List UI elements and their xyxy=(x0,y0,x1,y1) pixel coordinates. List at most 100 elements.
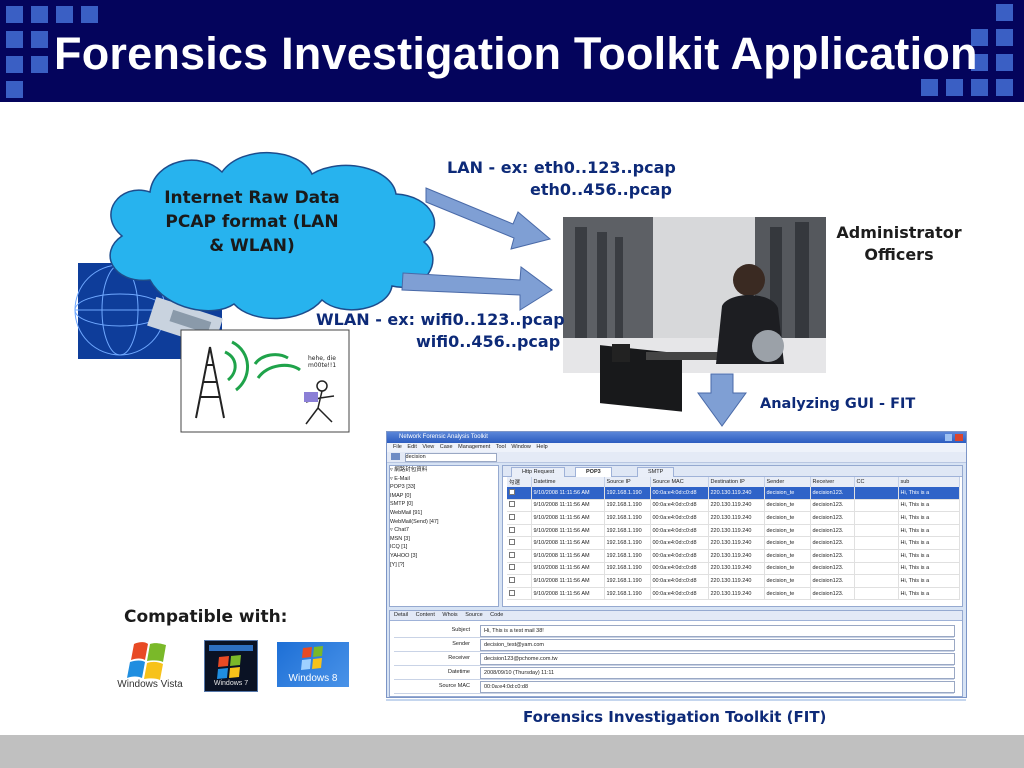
table-cell: 9/10/2008 11:11:56 AM xyxy=(531,562,605,576)
table-cell xyxy=(854,574,899,588)
table-cell: 00:0a:e4:0d:c0:d8 xyxy=(650,574,709,588)
tab-http-request[interactable]: Http Request xyxy=(511,467,566,477)
menu-edit[interactable]: Edit xyxy=(407,444,417,450)
table-cell: Hi, This is a xyxy=(898,487,960,500)
compatible-label: Compatible with: xyxy=(124,607,288,627)
decor-square xyxy=(971,29,988,46)
checkbox[interactable] xyxy=(509,589,515,596)
table-cell: Hi, This is a xyxy=(898,587,960,601)
decor-square xyxy=(921,79,938,96)
table-cell: 220.130.119.240 xyxy=(708,511,765,525)
menu-case-management[interactable]: Case Management xyxy=(439,444,491,450)
table-cell xyxy=(854,511,899,525)
tree-node[interactable]: WebMail(Send) [47] xyxy=(390,518,439,525)
row-checkbox-cell[interactable] xyxy=(507,536,532,550)
checkbox[interactable] xyxy=(509,513,515,520)
field-value[interactable]: 2008/09/10 (Thursday) 11:11 xyxy=(480,667,955,679)
admin-label: Administrator xyxy=(836,223,962,242)
table-cell: 220.130.119.240 xyxy=(708,499,765,513)
tree-node[interactable]: IMAP [0] xyxy=(390,492,411,499)
menu-help[interactable]: Help xyxy=(536,444,548,450)
search-icon[interactable] xyxy=(391,453,400,460)
column-header[interactable]: Source MAC xyxy=(650,477,709,487)
row-checkbox-cell[interactable] xyxy=(507,499,532,513)
tab-detail[interactable]: Detail xyxy=(394,612,409,618)
menu-tool[interactable]: Tool xyxy=(495,444,506,450)
tab-pop3[interactable]: POP3 xyxy=(575,467,612,477)
tab-smtp[interactable]: SMTP xyxy=(637,467,675,477)
checkbox[interactable] xyxy=(509,576,515,583)
field-value[interactable]: Hi, This is a test mail 38! xyxy=(480,625,955,637)
field-value[interactable]: decision123@pchome.com.tw xyxy=(480,653,955,665)
field-value[interactable]: 00:0a:e4:0d:c0:d8 xyxy=(480,681,955,693)
checkbox[interactable] xyxy=(509,488,515,495)
checkbox[interactable] xyxy=(509,539,515,546)
column-header[interactable]: Destination IP xyxy=(708,477,765,487)
tab-whois[interactable]: Whois xyxy=(442,612,458,618)
tree-node[interactable]: MSN [3] xyxy=(390,535,410,542)
row-checkbox-cell[interactable] xyxy=(507,511,532,525)
row-checkbox-cell[interactable] xyxy=(507,587,532,601)
checkbox[interactable] xyxy=(509,526,515,533)
table-cell: 9/10/2008 11:11:56 AM xyxy=(531,499,605,513)
close-icon[interactable] xyxy=(955,434,963,441)
table-cell: 00:0a:e4:0d:c0:d8 xyxy=(650,511,709,525)
tree-node[interactable]: ▿ E-Mail xyxy=(390,475,410,482)
tab-source-code[interactable]: Source Code xyxy=(465,612,504,618)
decor-square xyxy=(6,6,23,23)
column-header[interactable]: CC xyxy=(854,477,899,487)
row-checkbox-cell[interactable] xyxy=(507,562,532,576)
column-header[interactable]: Datetime xyxy=(531,477,605,487)
tree-node[interactable]: ICQ [1] xyxy=(390,544,408,551)
table-cell: decision_te xyxy=(764,487,811,500)
tree-node[interactable]: WebMail [91] xyxy=(390,509,422,516)
tree-node[interactable]: ▿ Chat7 xyxy=(390,527,409,534)
decor-square xyxy=(6,31,23,48)
search-input[interactable]: decision xyxy=(404,453,497,462)
tree-node[interactable]: ▿ 網路封包資料 xyxy=(390,467,428,473)
checkbox[interactable] xyxy=(509,501,515,508)
decor-square xyxy=(971,79,988,96)
tree-node[interactable]: SMTP [0] xyxy=(390,501,413,508)
tree-node[interactable]: YAHOO [3] xyxy=(390,552,418,559)
column-header[interactable]: 勾選 xyxy=(507,477,532,487)
field-value[interactable]: decision_test@yam.com xyxy=(480,639,955,651)
decor-square xyxy=(31,56,48,73)
tab-content[interactable]: Content xyxy=(415,612,435,618)
decor-square xyxy=(81,6,98,23)
row-checkbox-cell[interactable] xyxy=(507,574,532,588)
table-cell: 220.130.119.240 xyxy=(708,574,765,588)
column-header[interactable]: Receiver xyxy=(810,477,855,487)
column-header[interactable]: Source IP xyxy=(604,477,651,487)
field-label: Datetime xyxy=(447,669,470,675)
row-checkbox-cell[interactable] xyxy=(507,487,532,500)
windows-7-logo: Windows 7 xyxy=(204,640,258,692)
table-cell: 9/10/2008 11:11:56 AM xyxy=(531,487,605,500)
field-label: Subject xyxy=(451,627,470,633)
menu-file[interactable]: File xyxy=(393,444,402,450)
checkbox[interactable] xyxy=(509,564,515,571)
row-checkbox-cell[interactable] xyxy=(507,524,532,538)
checkbox[interactable] xyxy=(509,551,515,558)
menu-view[interactable]: View xyxy=(422,444,435,450)
os-label: Windows 7 xyxy=(213,680,249,687)
maximize-icon[interactable] xyxy=(945,434,952,441)
table-cell: Hi, This is a xyxy=(898,562,960,576)
column-header[interactable]: sub xyxy=(898,477,960,487)
menu-window[interactable]: Window xyxy=(511,444,531,450)
tree-node[interactable]: [Y] [?] xyxy=(390,561,405,568)
row-checkbox-cell[interactable] xyxy=(507,549,532,563)
table-cell: Hi, This is a xyxy=(898,524,960,538)
decor-square xyxy=(996,4,1013,21)
tree-node[interactable]: POP3 [33] xyxy=(390,484,416,491)
column-header[interactable]: Sender xyxy=(764,477,811,487)
